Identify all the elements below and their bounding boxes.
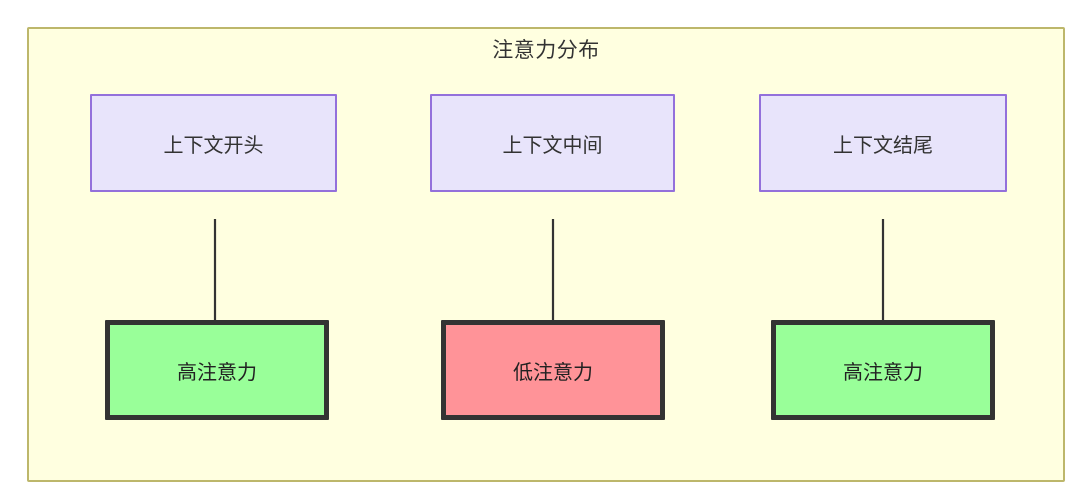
node-context-end[interactable]: 上下文结尾	[759, 94, 1007, 192]
node-low-attention-middle-label: 低注意力	[513, 361, 593, 384]
node-high-attention-start[interactable]: 高注意力	[105, 320, 329, 420]
node-context-middle[interactable]: 上下文中间	[430, 94, 675, 192]
node-context-end-label: 上下文结尾	[833, 134, 933, 157]
subgraph-title: 注意力分布	[492, 39, 600, 62]
node-high-attention-start-label: 高注意力	[177, 361, 257, 384]
node-context-middle-label: 上下文中间	[502, 134, 603, 157]
node-context-start-label: 上下文开头	[163, 134, 264, 157]
node-high-attention-end-label: 高注意力	[843, 361, 923, 384]
attention-distribution-subgraph: 注意力分布 上下文开头 高注意力 上下文中间 低注意力	[27, 27, 1065, 482]
node-low-attention-middle[interactable]: 低注意力	[441, 320, 665, 420]
node-high-attention-end[interactable]: 高注意力	[771, 320, 995, 420]
node-context-start[interactable]: 上下文开头	[90, 94, 337, 192]
